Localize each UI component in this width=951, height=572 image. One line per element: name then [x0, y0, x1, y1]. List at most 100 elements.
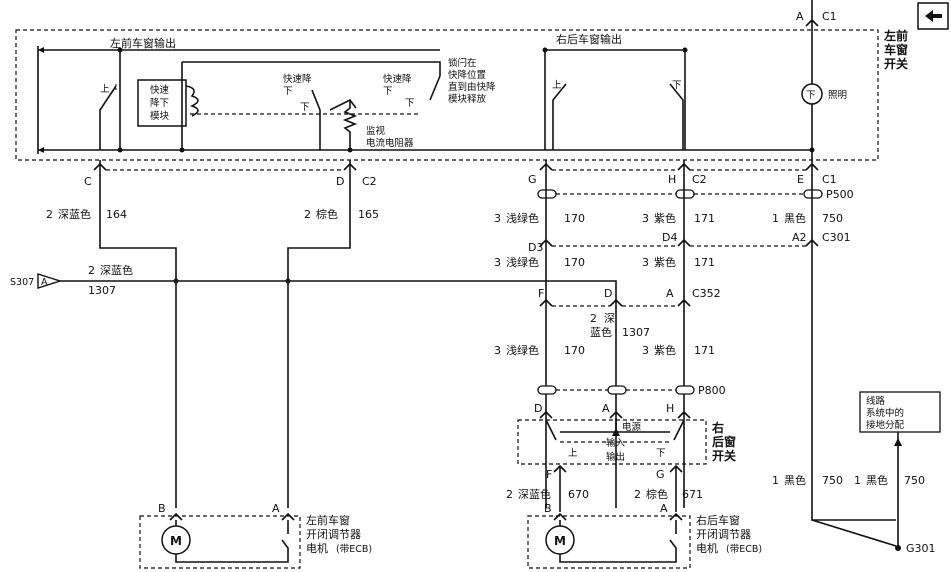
rr-up-label: 上 — [552, 80, 562, 91]
conn-B-rr: B — [544, 502, 552, 515]
wire-171b-number: 171 — [694, 256, 715, 269]
lf-motor-label-3: 电机 — [306, 541, 328, 555]
wire-165-gauge: 2 — [304, 208, 311, 221]
wire-171a-number: 171 — [694, 212, 715, 225]
wire-750b-gauge: 1 — [772, 474, 779, 487]
ground-box-line-2: 系统中的 — [866, 407, 904, 419]
wire-1307b-color-2: 蓝色 — [590, 325, 612, 339]
module-label-2: 降下 — [150, 97, 169, 109]
wire-170a-gauge: 3 — [494, 212, 501, 225]
conn-G: G — [528, 173, 537, 186]
wire-165-number: 165 — [358, 208, 379, 221]
rr-down-label: 下 — [656, 448, 666, 459]
wire-671-number: 671 — [682, 488, 703, 501]
monitor-label-2: 电流电阻器 — [366, 137, 414, 149]
ground-box-line-3: 接地分配 — [866, 419, 905, 431]
wire-170a-color: 浅绿色 — [506, 211, 539, 225]
express-down-label-2b: 下 — [383, 86, 393, 97]
lamp-glyph: 下 — [806, 90, 816, 101]
lf-motor-note: (带ECB) — [336, 544, 372, 555]
lf-up-label: 上 — [100, 84, 110, 95]
lf-down-label: 下 — [300, 102, 310, 113]
wire-171a-gauge: 3 — [642, 212, 649, 225]
conn-P800: P800 — [698, 384, 726, 397]
conn-A2: A2 — [792, 231, 807, 244]
conn-C2: C2 — [362, 175, 377, 188]
wire-171c-number: 171 — [694, 344, 715, 357]
wire-750a-number: 750 — [822, 212, 843, 225]
lf-motor-symbol: M — [170, 534, 182, 548]
left-arrow-icon — [925, 10, 942, 22]
back-button[interactable] — [917, 2, 949, 30]
conn-top-A: A — [796, 10, 804, 23]
conn-C: C — [84, 175, 92, 188]
conn-H-rear: H — [666, 402, 674, 415]
left-front-output-label: 左前车窗输出 — [110, 36, 176, 50]
splice-S307-label: S307 — [10, 277, 34, 288]
wire-171b-color: 紫色 — [654, 255, 676, 269]
wire-170c-number: 170 — [564, 344, 585, 357]
connector-P800: P800 — [537, 384, 726, 397]
wire-750c-color: 黑色 — [866, 473, 888, 487]
right-rear-window-switch: 右 后窗 开关 电源 输入 输出 上 下 — [517, 418, 736, 465]
rr-power-label: 电源 — [622, 421, 642, 433]
module-label-3: 模块 — [150, 110, 170, 122]
wire-750c-number: 750 — [904, 474, 925, 487]
wire-750b-number: 750 — [822, 474, 843, 487]
conn-Dc: D — [604, 287, 612, 300]
conn-C2b: C2 — [692, 173, 707, 186]
wire-171c-gauge: 3 — [642, 344, 649, 357]
wire-171c-color: 紫色 — [654, 343, 676, 357]
module-label-1: 快速 — [150, 84, 170, 96]
ground-G301-label: G301 — [906, 542, 936, 555]
rr-motor-label-2: 开闭调节器 — [696, 528, 751, 541]
wire-750c-gauge: 1 — [854, 474, 861, 487]
rr-output-label: 输出 — [606, 451, 625, 463]
conn-C301: C301 — [822, 231, 851, 244]
illumination-label: 照明 — [828, 90, 847, 101]
wire-1307-number: 1307 — [88, 284, 116, 297]
conn-Ac: A — [666, 287, 674, 300]
conn-A-rr: A — [660, 502, 668, 515]
conn-D4: D4 — [662, 231, 677, 244]
right-rear-window-motor: M 右后车窗 开闭调节器 电机 (带ECB) — [527, 513, 762, 569]
wire-671-gauge: 2 — [634, 488, 641, 501]
wire-1307b-number: 1307 — [622, 326, 650, 339]
rr-motor-note: (带ECB) — [726, 544, 762, 555]
conn-F: F — [538, 287, 544, 300]
rr-switch-title-2: 后窗 — [712, 434, 736, 449]
conn-D-rear: D — [534, 402, 542, 415]
wire-170b-color: 浅绿色 — [506, 255, 539, 269]
conn-B-lf: B — [158, 502, 166, 515]
ground-point-G301 — [895, 545, 901, 551]
conn-D: D — [336, 175, 344, 188]
latch-note-4: 模块释放 — [448, 93, 487, 105]
wire-164-gauge: 2 — [46, 208, 53, 221]
switch-title-3: 开关 — [884, 56, 908, 71]
left-front-window-switch: 左前 车窗 开关 左前车窗输出 右后车窗输出 上 快速 降下 模块 快速降 下 — [15, 0, 908, 161]
wire-170c-color: 浅绿色 — [506, 343, 539, 357]
wire-750a-color: 黑色 — [784, 211, 806, 225]
connector-P500: P500 — [537, 188, 854, 201]
wire-750a-gauge: 1 — [772, 212, 779, 225]
conn-top-C1: C1 — [822, 10, 837, 23]
rr-switch-title-3: 开关 — [712, 448, 736, 463]
wire-1307-color: 深蓝色 — [100, 263, 133, 277]
right-rear-output-label: 右后车窗输出 — [556, 32, 622, 46]
conn-H: H — [668, 173, 676, 186]
express-down-label-1b: 下 — [283, 86, 293, 97]
wire-171a-color: 紫色 — [654, 211, 676, 225]
rr-up-label: 上 — [568, 448, 578, 459]
latch-note-2: 快降位置 — [448, 69, 486, 81]
conn-C352: C352 — [692, 287, 721, 300]
wire-670-number: 670 — [568, 488, 589, 501]
wire-171b-gauge: 3 — [642, 256, 649, 269]
wire-170b-gauge: 3 — [494, 256, 501, 269]
splice-S307-pin: A — [41, 277, 48, 288]
conn-A-rear: A — [602, 402, 610, 415]
switch-title-1: 左前 — [883, 28, 908, 43]
express-down-label-2a: 快速降 — [383, 73, 412, 85]
latch-note-1: 锁闩在 — [448, 57, 477, 69]
lf-down-label-2: 下 — [405, 98, 415, 109]
